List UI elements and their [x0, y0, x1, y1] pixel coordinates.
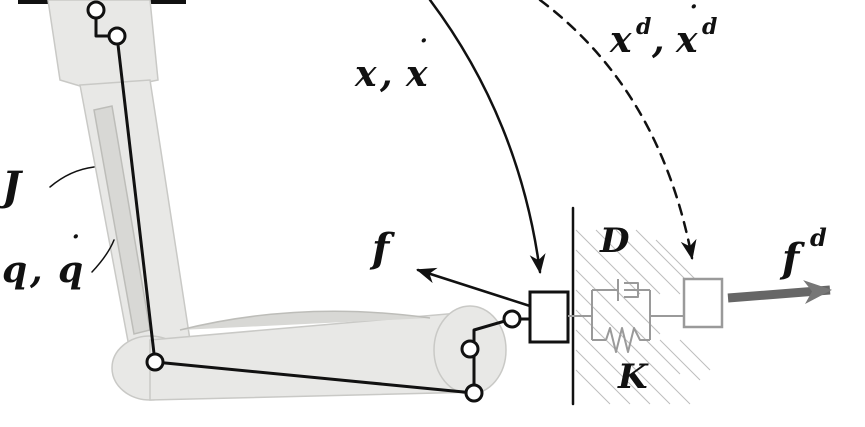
desired-force-arrow	[727, 280, 832, 304]
pose-xdot-dot: ˙	[414, 35, 429, 70]
joint-wrist-2	[460, 339, 480, 359]
spring	[605, 327, 650, 353]
spring-damper	[568, 277, 724, 353]
pose-xdot: x	[405, 53, 428, 95]
kinematic-chain	[86, 0, 548, 403]
pose-comma: ,	[379, 53, 393, 95]
desired-force-label: f d	[779, 223, 827, 282]
joint-shoulder	[107, 26, 127, 46]
joint-q: q	[2, 249, 27, 291]
actual-pose-label: x , x ˙	[354, 35, 429, 95]
force-arrow	[416, 267, 532, 308]
stiffness-label: K	[617, 357, 649, 397]
arm-hose	[179, 310, 431, 331]
damping-label: D	[599, 221, 630, 261]
joint-wrist-3	[502, 309, 522, 329]
joint-elbow	[145, 352, 165, 372]
desired-x-sup: d	[636, 14, 651, 40]
desired-effector	[682, 277, 724, 329]
joint-state-leader	[91, 239, 115, 273]
joint-wrist-1	[464, 383, 484, 403]
joint-state-label: q , q ˙	[2, 231, 83, 291]
desired-force-sup: d	[810, 223, 827, 252]
joint-base	[86, 0, 106, 20]
desired-xdot: x	[675, 19, 698, 61]
desired-force-f: f	[779, 235, 805, 282]
desired-pose-arrow	[538, 0, 697, 260]
end-effector	[528, 290, 570, 344]
desired-comma: ,	[651, 19, 665, 61]
jacobian-label: J	[0, 163, 24, 210]
joint-comma: ,	[29, 249, 43, 291]
pose-x: x	[354, 53, 377, 95]
joint-qdot-dot: ˙	[66, 231, 81, 266]
robot-arm	[18, 0, 507, 401]
desired-xdot-sup: d	[702, 14, 717, 40]
desired-x: x	[609, 19, 632, 61]
joint-qdot: q	[58, 249, 83, 291]
force-label: f	[369, 225, 395, 272]
desired-xdot-dot: ˙	[684, 1, 699, 36]
desired-pose-label: x d , x ˙ d	[609, 1, 717, 61]
actual-pose-arrow	[428, 0, 546, 274]
jacobian-leader	[49, 166, 95, 188]
